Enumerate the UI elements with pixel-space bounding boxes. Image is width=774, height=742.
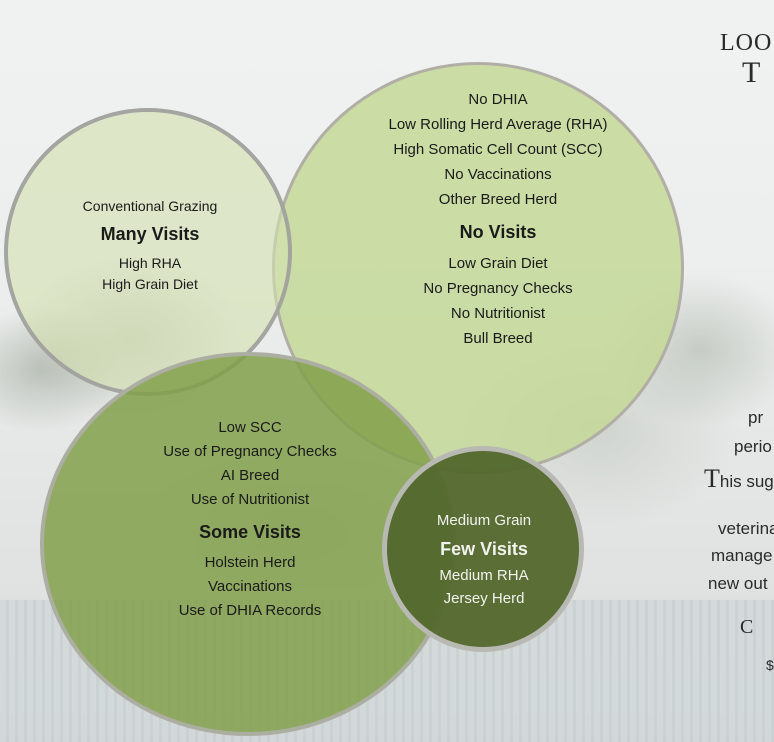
side-text-line-9: C — [740, 616, 754, 638]
side-heading-2: T — [742, 56, 761, 89]
few-visits-heading: Few Visits — [440, 539, 528, 559]
some-visits-item: AI Breed — [220, 467, 280, 484]
few-visits-circle — [382, 446, 584, 652]
side-text-line-6: veterina — [718, 519, 774, 538]
no-visits-item: High Somatic Cell Count (SCC) — [393, 141, 603, 158]
side-text-line-7: manage — [711, 546, 773, 565]
no-visits-item: Other Breed Herd — [438, 191, 558, 208]
few-visits-text: Medium Grain Few Visits Medium RHA Jerse… — [412, 509, 556, 610]
no-visits-text: No DHIA Low Rolling Herd Average (RHA) H… — [378, 87, 618, 351]
side-heading-1: LOO — [720, 30, 773, 56]
side-text-line-8: new out — [708, 574, 768, 593]
few-visits-item: Medium Grain — [436, 512, 532, 529]
side-text-drop-cap: T — [704, 464, 720, 493]
side-text-line-3: pr — [748, 408, 764, 427]
some-visits-item: Use of DHIA Records — [178, 602, 322, 619]
side-text-line-5-body: his sug — [719, 472, 774, 491]
some-visits-item: Vaccinations — [208, 578, 292, 595]
no-visits-item: No Nutritionist — [450, 305, 546, 322]
some-visits-heading: Some Visits — [199, 522, 301, 542]
many-visits-heading: Many Visits — [100, 224, 200, 244]
no-visits-heading: No Visits — [459, 222, 537, 242]
some-visits-item: Low SCC — [218, 419, 282, 436]
some-visits-item: Use of Pregnancy Checks — [163, 443, 337, 460]
no-visits-item: Bull Breed — [463, 330, 533, 347]
few-visits-item: Medium RHA — [439, 567, 529, 584]
side-text-line-5: This sug — [704, 464, 774, 494]
no-visits-item: Low Rolling Herd Average (RHA) — [388, 116, 608, 133]
few-visits-item: Jersey Herd — [443, 590, 525, 607]
side-text-line-10: $ — [766, 657, 774, 673]
no-visits-item: Low Grain Diet — [448, 255, 548, 272]
no-visits-item: No DHIA — [468, 91, 528, 108]
many-visits-item: High Grain Diet — [102, 276, 198, 292]
some-visits-text: Low SCC Use of Pregnancy Checks AI Breed… — [128, 416, 372, 623]
many-visits-item: Conventional Grazing — [82, 198, 218, 214]
many-visits-text: Conventional Grazing Many Visits High RH… — [60, 196, 240, 295]
no-visits-item: No Pregnancy Checks — [423, 280, 573, 297]
side-text-line-4: perio — [734, 437, 772, 456]
many-visits-item: High RHA — [118, 255, 182, 271]
some-visits-item: Holstein Herd — [204, 554, 296, 571]
some-visits-item: Use of Nutritionist — [190, 491, 310, 508]
no-visits-item: No Vaccinations — [444, 166, 552, 183]
